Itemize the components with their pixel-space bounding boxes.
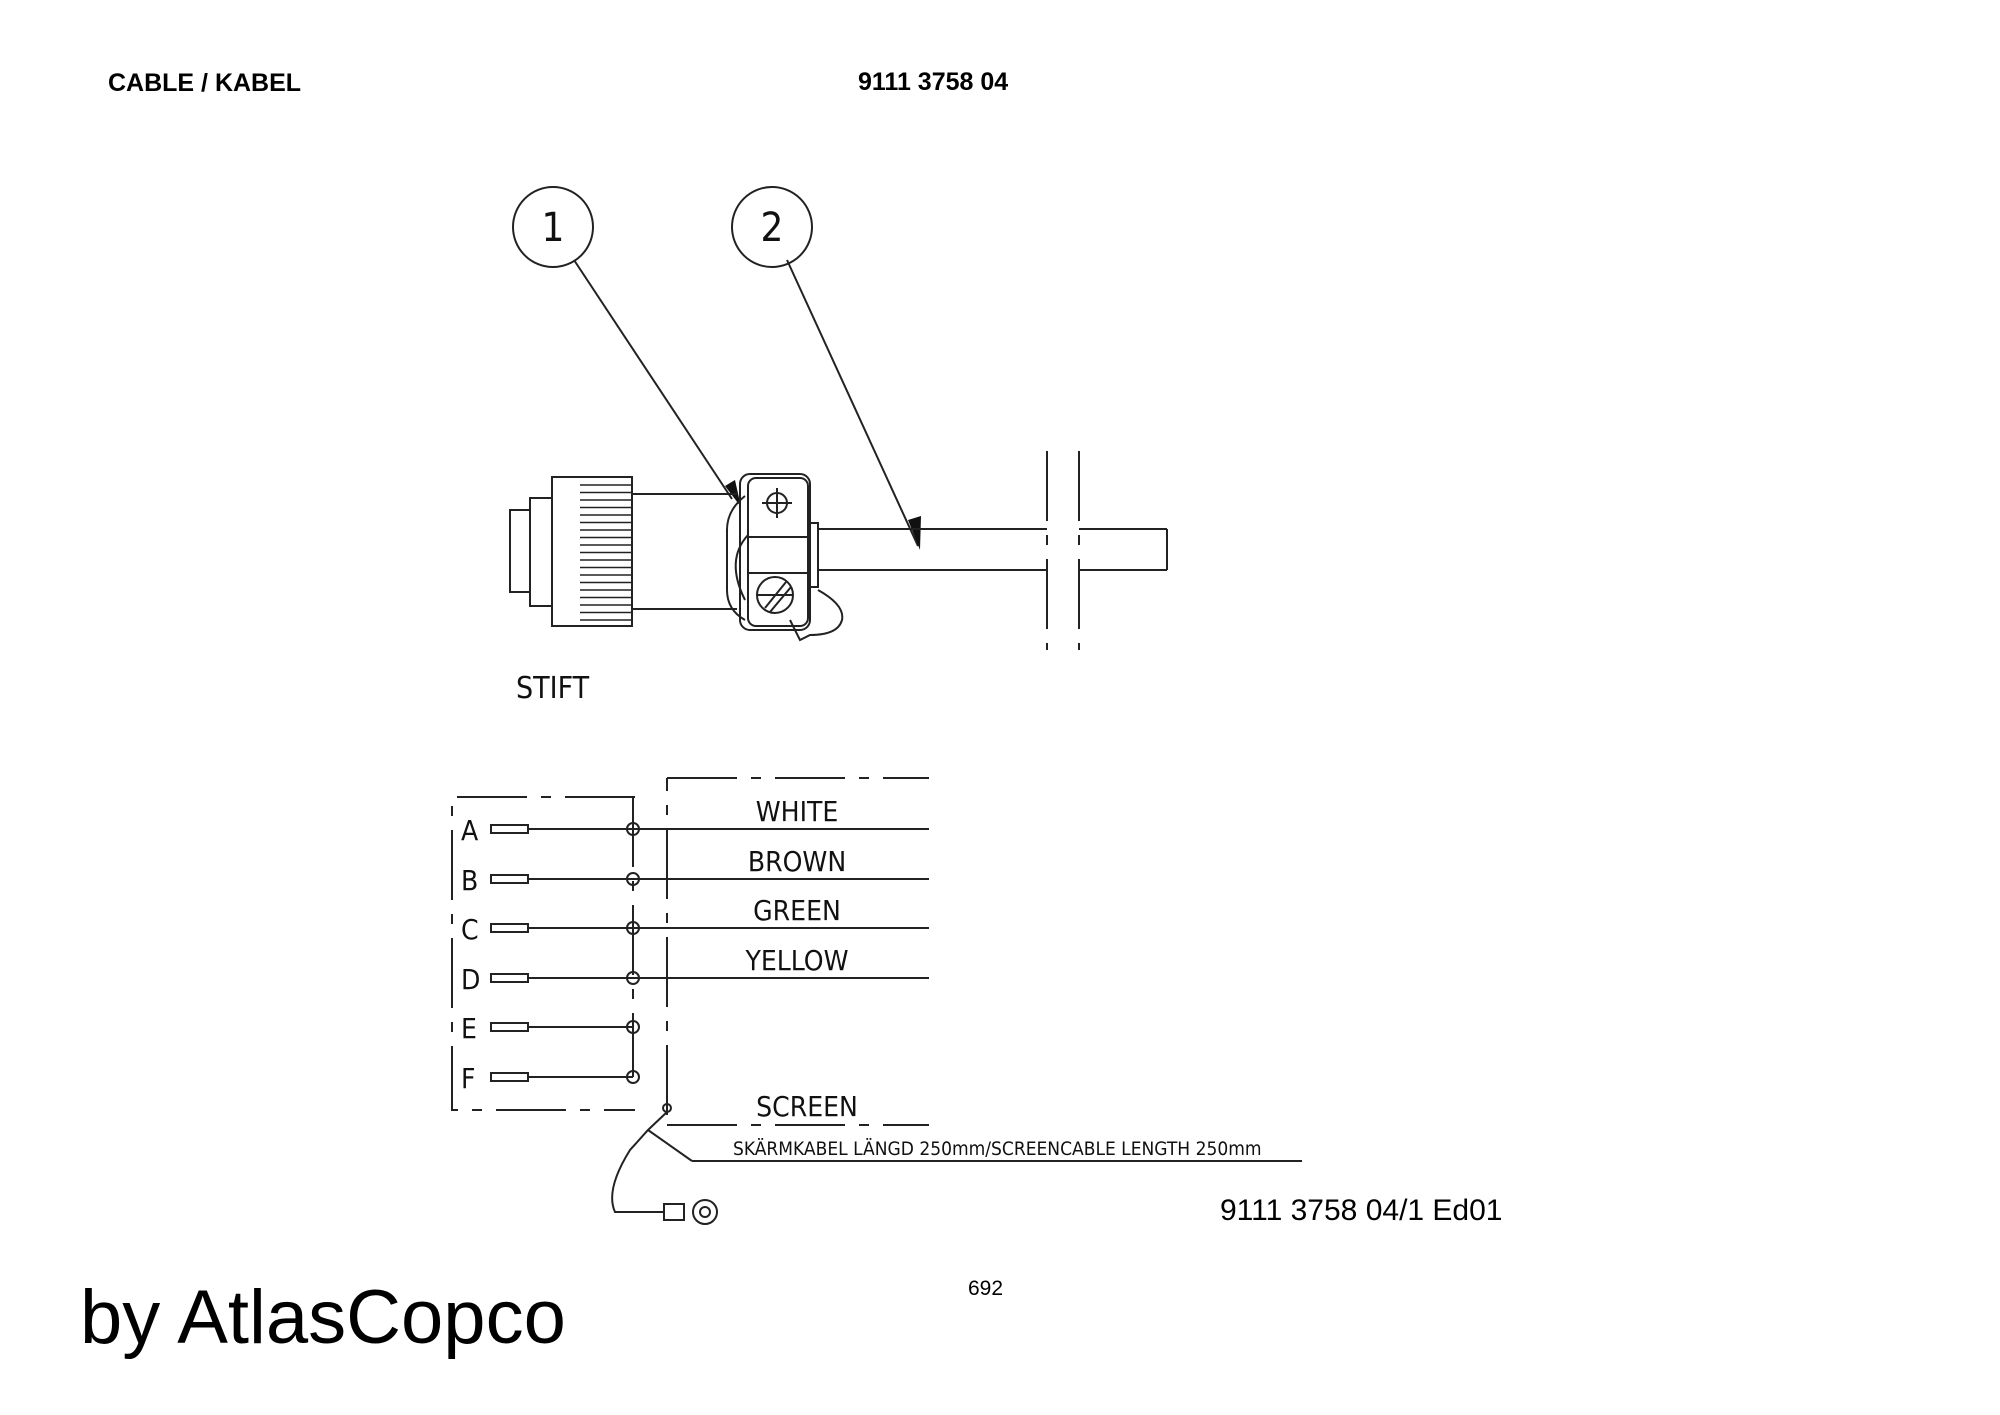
pin-label: C	[461, 913, 479, 946]
wire-color-label: BROWN	[748, 845, 846, 878]
pin-row-e: E	[461, 1012, 640, 1045]
svg-text:2: 2	[761, 205, 784, 251]
solder-point	[626, 971, 640, 985]
wire-color-label: YELLOW	[744, 944, 848, 977]
pin-contact	[490, 874, 529, 884]
screen-label: SCREEN	[756, 1090, 858, 1123]
pin-row-c: C GREEN	[461, 894, 929, 946]
wire-color-label: WHITE	[756, 795, 839, 828]
pin-label: B	[461, 864, 478, 897]
pin-row-f: F	[461, 1062, 640, 1095]
pin-label: A	[461, 814, 479, 847]
page-title: CABLE / KABEL	[108, 69, 301, 97]
drawing-number: 9111 3758 04/1 Ed01	[1220, 1194, 1502, 1227]
part-number: 9111 3758 04	[858, 68, 1008, 96]
solder-point	[626, 872, 640, 886]
connector-label: STIFT	[516, 671, 590, 706]
page-number: 692	[968, 1277, 1003, 1300]
pin-contact	[490, 1022, 529, 1032]
callout-1: 1	[512, 186, 741, 507]
pin-contact	[490, 973, 529, 983]
pin-row-d: D YELLOW	[461, 944, 929, 996]
pin-contact	[490, 923, 529, 933]
solder-point	[626, 1070, 640, 1084]
screen-cable-note: SKÄRMKABEL LÄNGD 250mm/SCREENCABLE LENGT…	[733, 1137, 1262, 1160]
pin-row-b: B BROWN	[461, 845, 929, 897]
wiring-schematic: A WHITE B BROWN C GREEN D YELLOW EF	[451, 777, 1302, 1225]
pin-contact	[490, 1072, 529, 1082]
solder-point	[626, 822, 640, 836]
wire-color-label: GREEN	[753, 894, 841, 927]
solder-point	[626, 1020, 640, 1034]
connector-illustration	[509, 451, 1168, 650]
pin-label: E	[461, 1012, 477, 1045]
pin-label: D	[461, 963, 480, 996]
pin-row-a: A WHITE	[461, 795, 929, 847]
pin-contact	[490, 824, 529, 834]
solder-point	[626, 921, 640, 935]
callout-2: 2	[731, 186, 921, 550]
svg-text:1: 1	[542, 205, 565, 251]
pin-label: F	[461, 1062, 476, 1095]
brand-footer: by AtlasCopco	[80, 1275, 566, 1360]
